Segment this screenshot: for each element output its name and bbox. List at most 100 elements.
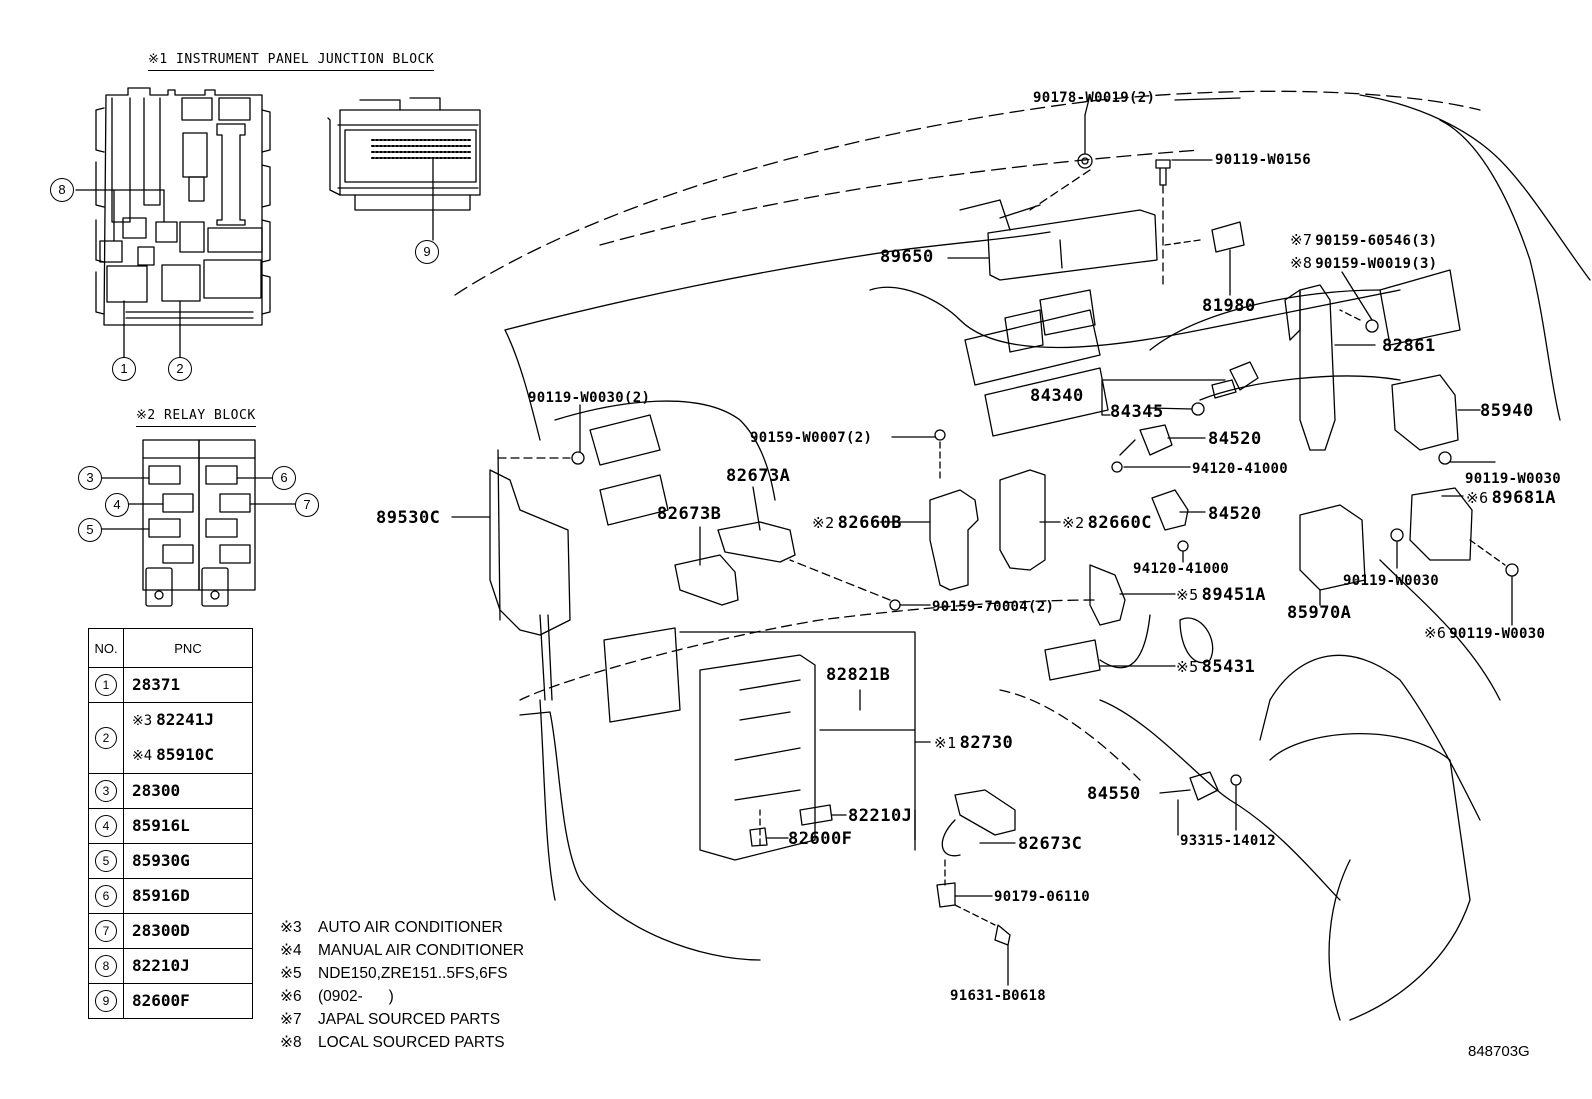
- pnc-table-row: 6 85916D: [88, 878, 253, 914]
- part-number: 82210J: [848, 806, 913, 826]
- part-label-90119-w0030-b: 90119-W0030: [1343, 572, 1439, 590]
- part-number: 90119-W0030: [1449, 626, 1546, 642]
- part-note-marker: ※2: [812, 514, 835, 532]
- part-label-84345: 84345: [1110, 403, 1164, 421]
- row-number-cell: 1: [88, 667, 124, 703]
- part-label-84550: 84550: [1087, 785, 1141, 803]
- pnc-entry: 28371: [132, 668, 252, 702]
- part-label-90159-w0007: 90159-W0007(2): [750, 429, 872, 447]
- part-note-marker: ※6: [1424, 624, 1447, 642]
- part-number: 85940: [1480, 401, 1534, 421]
- part-number: 90119-W0030(2): [528, 390, 651, 406]
- pnc-entry: 82600F: [132, 984, 252, 1018]
- part-number: 82673A: [726, 466, 791, 486]
- part-label-94120-41000-b: 94120-41000: [1133, 560, 1229, 578]
- part-note-marker: ※7: [1290, 231, 1313, 249]
- row-number-callout: 3: [95, 780, 117, 802]
- pnc-value: 85930G: [132, 851, 190, 870]
- part-number: 90119-W0030: [1343, 573, 1440, 589]
- part-label-84340: 84340: [1030, 387, 1084, 405]
- part-number: 82660C: [1087, 513, 1153, 533]
- part-label-90119-w0156: 90119-W0156: [1215, 151, 1311, 169]
- note-text: MANUAL AIR CONDITIONER: [318, 942, 525, 959]
- pnc-value: 82241J: [156, 710, 214, 729]
- part-number: 90179-06110: [994, 889, 1091, 905]
- part-label-91631-b0618: 91631-B0618: [950, 987, 1046, 1005]
- row-number-cell: 8: [88, 948, 124, 984]
- part-number: 82730: [959, 733, 1014, 753]
- note-row: ※6(0902- ): [280, 985, 524, 1008]
- component-shapes: [489, 114, 1519, 986]
- pnc-table-row: 3 28300: [88, 773, 253, 809]
- part-number: 89530C: [376, 508, 441, 528]
- part-number: 90159-W0007(2): [750, 430, 873, 446]
- junction-block-drawing: [75, 87, 271, 359]
- note-text: JAPAL SOURCED PARTS: [318, 1011, 501, 1028]
- pnc-value: 85916L: [132, 816, 190, 835]
- row-number-cell: 7: [88, 913, 124, 949]
- part-number: 82660B: [837, 513, 903, 533]
- note-marker: ※5: [280, 965, 302, 982]
- part-label-82821b: 82821B: [826, 666, 890, 684]
- pnc-cell: 28300: [123, 773, 253, 809]
- pnc-cell: 85916D: [123, 878, 253, 914]
- part-number: 82821B: [826, 665, 891, 685]
- row-number-cell: 5: [88, 843, 124, 879]
- part-number: 89681A: [1491, 488, 1557, 508]
- row-number-cell: 6: [88, 878, 124, 914]
- part-label-84520-b: 84520: [1208, 505, 1262, 523]
- part-note-marker: ※2: [1062, 514, 1085, 532]
- part-number: 84520: [1208, 429, 1262, 449]
- pnc-entry: 28300: [132, 774, 252, 808]
- part-number: 84550: [1087, 784, 1141, 804]
- drawing-code: 848703G: [1468, 1043, 1530, 1060]
- part-number: 94120-41000: [1133, 561, 1230, 577]
- row-number-callout: 6: [95, 885, 117, 907]
- pnc-value: 82210J: [132, 956, 190, 975]
- callout-3: 3: [78, 466, 102, 490]
- pnc-table-row: 5 85930G: [88, 843, 253, 879]
- pnc-cell: 85930G: [123, 843, 253, 879]
- relay-block-title: ※2 RELAY BLOCK: [136, 408, 256, 427]
- part-label-90178-w0019: 90178-W0019(2): [1033, 89, 1155, 107]
- row-number-cell: 3: [88, 773, 124, 809]
- part-number: 89451A: [1201, 585, 1267, 605]
- part-note-marker: ※1: [934, 734, 957, 752]
- part-number: 90178-W0019(2): [1033, 90, 1156, 106]
- header-no: NO.: [88, 628, 124, 668]
- part-number: 90119-W0156: [1215, 152, 1312, 168]
- part-label-94120-41000-a: 94120-41000: [1192, 460, 1288, 478]
- row-number-callout: 7: [95, 920, 117, 942]
- part-label-82673a: 82673A: [726, 467, 790, 485]
- part-number: 82600F: [788, 829, 853, 849]
- part-label-81980: 81980: [1202, 297, 1256, 315]
- note-marker: ※3: [280, 919, 302, 936]
- row-number-callout: 5: [95, 850, 117, 872]
- part-number: 84520: [1208, 504, 1262, 524]
- part-label-89530c: 89530C: [376, 509, 440, 527]
- callout-4: 4: [105, 493, 129, 517]
- callout-5: 5: [78, 518, 102, 542]
- part-number: 94120-41000: [1192, 461, 1289, 477]
- part-label-84520-a: 84520: [1208, 430, 1262, 448]
- header-pnc: PNC: [123, 628, 253, 668]
- pnc-table-header: NO. PNC: [88, 628, 253, 668]
- part-label-89650: 89650: [880, 248, 934, 266]
- pnc-value: 85916D: [132, 886, 190, 905]
- part-number: 90159-70004(2): [932, 599, 1055, 615]
- row-number-callout: 2: [95, 727, 117, 749]
- pnc-entry: 85916L: [132, 809, 252, 843]
- callout-7: 7: [295, 493, 319, 517]
- part-label-85940: 85940: [1480, 402, 1534, 420]
